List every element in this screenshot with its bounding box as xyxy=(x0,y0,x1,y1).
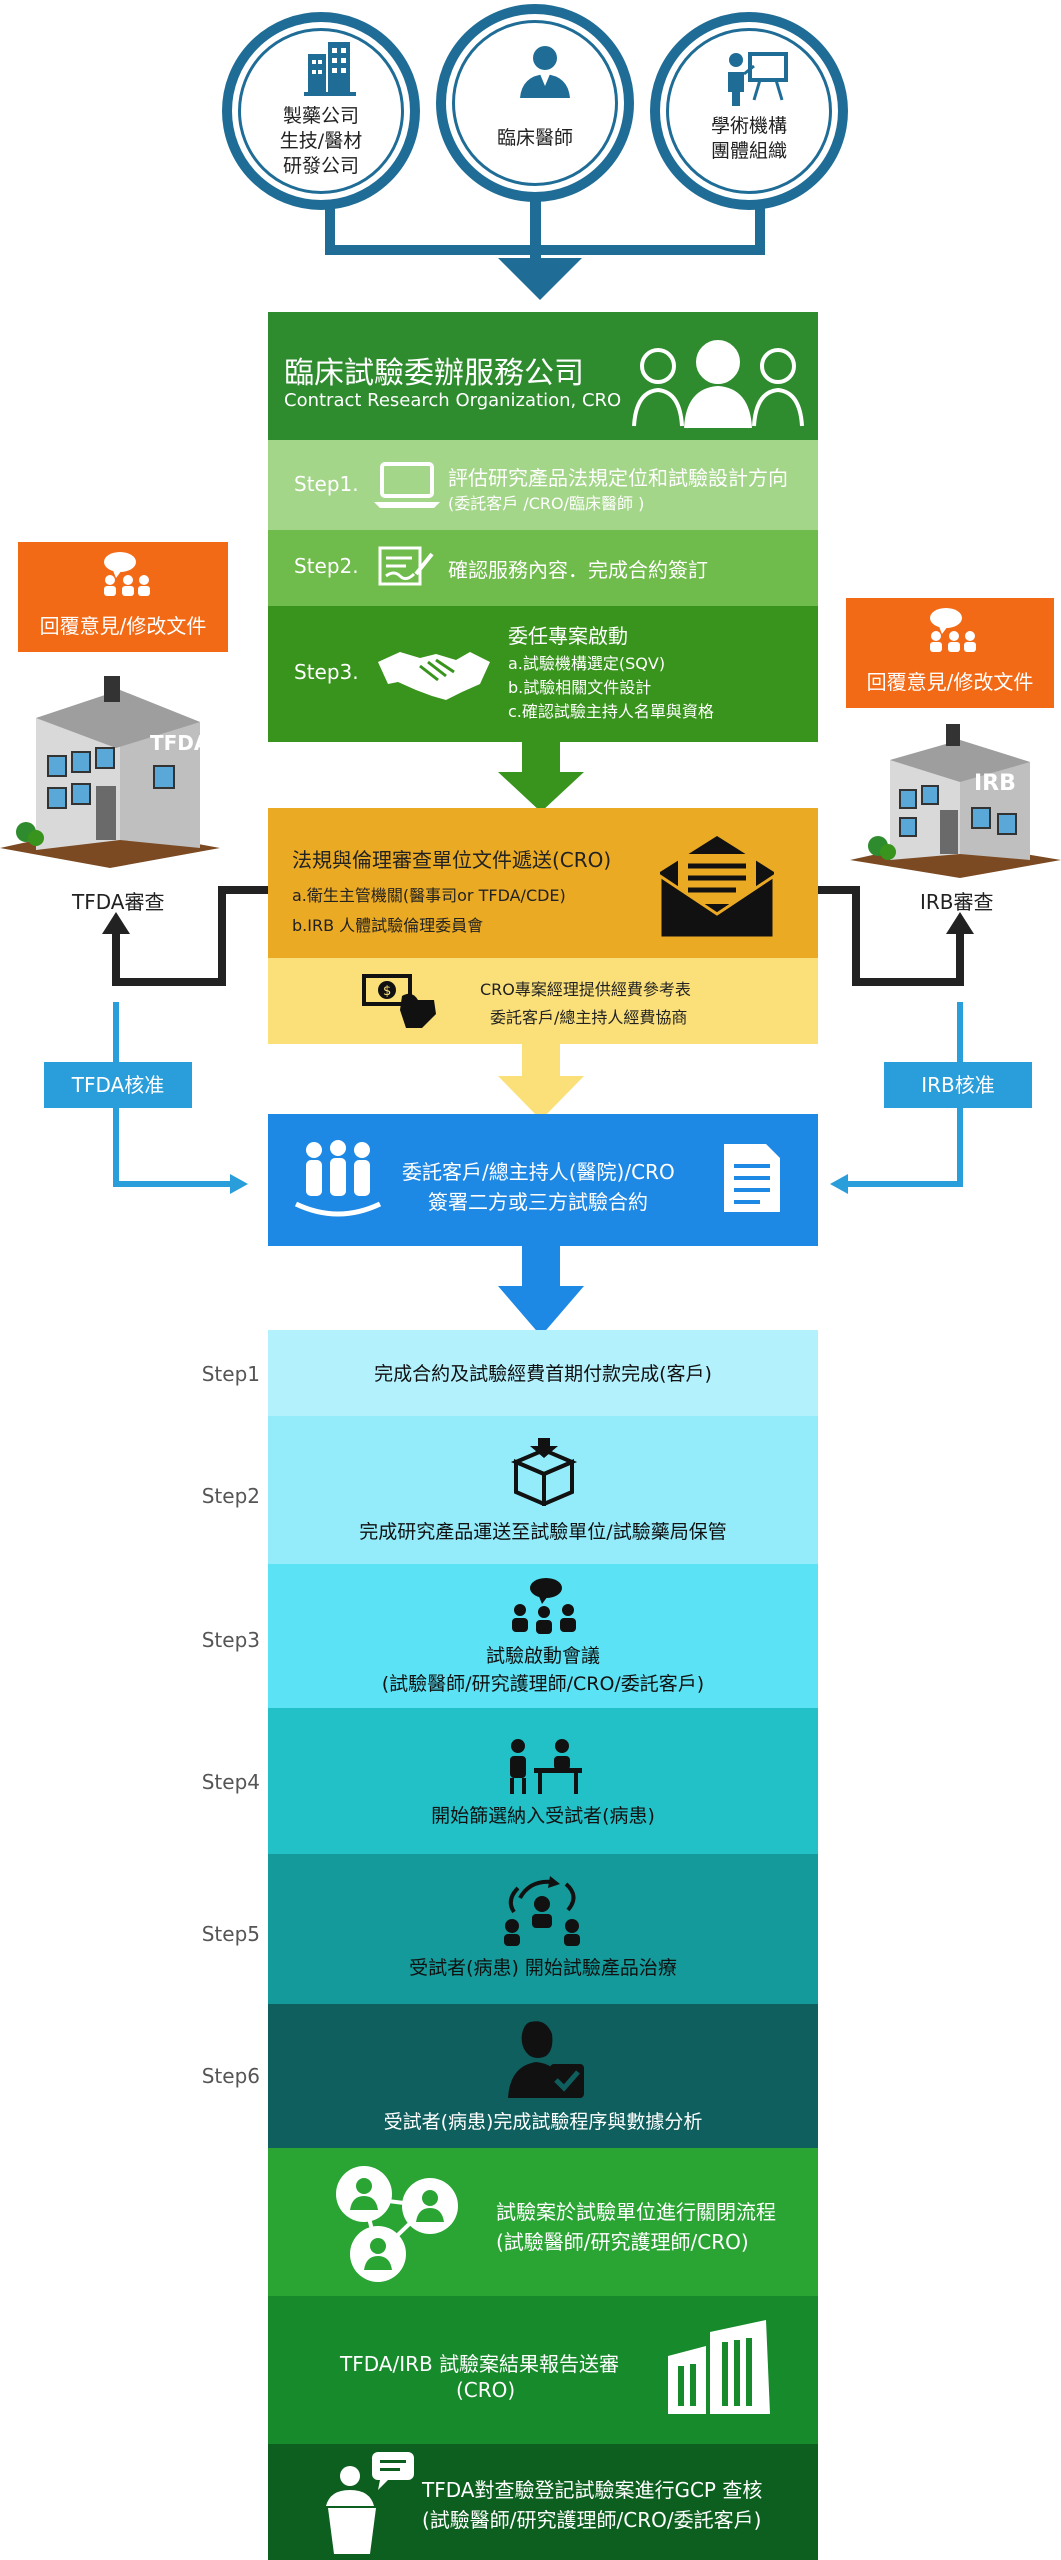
top-connector xyxy=(325,200,765,300)
irb-reply-label: 回覆意見/修改文件 xyxy=(866,670,1034,694)
cro-step2: Step2. 確認服務內容．完成合約簽訂 xyxy=(268,530,818,606)
final-step-text: TFDA/IRB 試驗案結果報告送審 xyxy=(340,2352,620,2376)
bottom-step-3: 試驗啟動會議 (試驗醫師/研究護理師/CRO/委託客戶) xyxy=(268,1564,818,1708)
cro-step3: Step3. 委任專案啟動 a.試驗機構選定(SQV) b.試驗相關文件設計 c… xyxy=(268,606,818,742)
speaker-icon xyxy=(326,2452,414,2554)
bottom-step-4: 開始篩選納入受試者(病患) xyxy=(268,1708,818,1854)
bottom-step-2: 完成研究產品運送至試驗單位/試驗藥局保管 xyxy=(268,1416,818,1564)
bottom-step-text: 完成研究產品運送至試驗單位/試驗藥局保管 xyxy=(359,1521,727,1543)
budget-box: $ CRO專案經理提供經費參考表 委託客戶/總主持人經費協商 xyxy=(268,958,818,1044)
final-step-3: TFDA對查驗登記試驗案進行GCP 查核 (試驗醫師/研究護理師/CRO/委託客… xyxy=(268,2444,818,2560)
submission-title: 法規與倫理審查單位文件遞送(CRO) xyxy=(292,848,612,872)
team-icon xyxy=(632,340,804,429)
laptop-icon xyxy=(374,462,440,508)
group-icon xyxy=(294,1140,382,1217)
step1-sub: (委託客戶 /CRO/臨床醫師 ) xyxy=(448,494,645,513)
arrow-down-blue xyxy=(498,1246,584,1336)
irb-approve-badge: IRB核准 xyxy=(884,1062,1032,1108)
svg-text:$: $ xyxy=(383,984,391,999)
bottom-step-text: (試驗醫師/研究護理師/CRO/委託客戶) xyxy=(381,1673,705,1695)
submission-box: 法規與倫理審查單位文件遞送(CRO) a.衛生主管機關(醫事司or TFDA/C… xyxy=(268,808,818,958)
irb-reply-box: 回覆意見/修改文件 xyxy=(846,598,1054,708)
handshake-icon xyxy=(378,652,490,700)
contract-sign-icon xyxy=(378,546,434,586)
irb-approve-label: IRB核准 xyxy=(921,1073,995,1097)
final-step-text: (試驗醫師/研究護理師/CRO) xyxy=(496,2230,749,2254)
bottom-step-6: 受試者(病患)完成試驗程序與數據分析 xyxy=(268,2004,818,2148)
interview-icon xyxy=(510,1739,582,1794)
irb-review-label: IRB審查 xyxy=(920,890,994,914)
contract-line1: 委託客戶/總主持人(醫院)/CRO xyxy=(402,1160,675,1184)
bottom-step-text: 開始篩選納入受試者(病患) xyxy=(431,1805,655,1827)
contract-box: 委託客戶/總主持人(醫院)/CRO 簽署二方或三方試驗合約 xyxy=(268,1114,818,1246)
bottom-step-label: Step1 xyxy=(201,1362,260,1386)
bottom-step-1: 完成合約及試驗經費首期付款完成(客戶) xyxy=(268,1330,818,1416)
tfda-sign: TFDA xyxy=(150,731,210,755)
final-step-text: 試驗案於試驗單位進行關閉流程 xyxy=(496,2200,776,2224)
bottom-step-text: 受試者(病患) 開始試驗產品治療 xyxy=(409,1957,677,1979)
step1-text: 評估研究產品法規定位和試驗設計方向 xyxy=(448,466,788,490)
envelope-icon xyxy=(658,836,776,940)
cro-title: 臨床試驗委辦服務公司 xyxy=(284,356,584,391)
money-hand-icon: $ xyxy=(362,974,436,1028)
step-label: Step3. xyxy=(294,660,359,684)
bottom-step-label: Step2 xyxy=(201,1484,260,1508)
team-circles-icon xyxy=(336,2166,458,2282)
buildings-icon xyxy=(668,2320,770,2414)
tfda-approve-badge: TFDA核准 xyxy=(44,1062,192,1108)
meeting-icon xyxy=(512,1578,576,1634)
submission-item-b: b.IRB 人體試驗倫理委員會 xyxy=(292,916,484,935)
step3-item-c: c.確認試驗主持人名單與資格 xyxy=(508,702,714,721)
tfda-reply-label: 回覆意見/修改文件 xyxy=(39,614,207,638)
irb-sign: IRB xyxy=(974,771,1016,796)
discussion-icon xyxy=(930,608,976,652)
tfda-building-icon: TFDA xyxy=(0,676,220,868)
step3-item-a: a.試驗機構選定(SQV) xyxy=(508,654,666,673)
bottom-step-5: 受試者(病患) 開始試驗產品治療 xyxy=(268,1854,818,2004)
step3-title: 委任專案啟動 xyxy=(508,624,628,648)
irb-building-icon: IRB xyxy=(850,724,1061,878)
step-label: Step2. xyxy=(294,554,359,578)
final-step-2: TFDA/IRB 試驗案結果報告送審 (CRO) xyxy=(268,2296,818,2444)
final-step-text: TFDA對查驗登記試驗案進行GCP 查核 xyxy=(422,2478,763,2502)
final-step-text: (試驗醫師/研究護理師/CRO/委託客戶) xyxy=(422,2508,762,2532)
cro-step1: Step1. 評估研究產品法規定位和試驗設計方向 (委託客戶 /CRO/臨床醫師… xyxy=(268,440,818,530)
bottom-step-label: Step4 xyxy=(201,1770,260,1794)
circle-academic: 學術機構 團體組織 xyxy=(650,12,848,210)
patient-check-icon xyxy=(508,2021,584,2098)
bottom-step-text: 試驗啟動會議 xyxy=(485,1645,600,1667)
arrow-down-green xyxy=(498,742,584,812)
circle-doctor: 臨床醫師 xyxy=(436,4,634,202)
tfda-approve-label: TFDA核准 xyxy=(71,1073,165,1097)
step3-item-b: b.試驗相關文件設計 xyxy=(508,678,652,697)
tfda-reply-box: 回覆意見/修改文件 xyxy=(18,542,228,652)
arrow-down-yellow xyxy=(498,1044,584,1120)
cro-subtitle: Contract Research Organization, CRO xyxy=(284,390,622,411)
bottom-step-text: 完成合約及試驗經費首期付款完成(客戶) xyxy=(374,1363,712,1385)
discussion-icon xyxy=(104,552,150,596)
treatment-icon xyxy=(504,1876,580,1946)
budget-line1: CRO專案經理提供經費參考表 xyxy=(480,980,691,999)
step2-text: 確認服務內容．完成合約簽訂 xyxy=(448,558,708,582)
step-label: Step1. xyxy=(294,472,359,496)
submission-item-a: a.衛生主管機關(醫事司or TFDA/CDE) xyxy=(292,886,566,905)
bottom-step-label: Step5 xyxy=(201,1922,260,1946)
bottom-step-label: Step3 xyxy=(201,1628,260,1652)
final-step-1: 試驗案於試驗單位進行關閉流程 (試驗醫師/研究護理師/CRO) xyxy=(268,2148,818,2296)
budget-line2: 委託客戶/總主持人經費協商 xyxy=(490,1008,688,1027)
document-icon xyxy=(724,1144,780,1212)
final-step-text: (CRO) xyxy=(456,2378,516,2402)
tfda-review-label: TFDA審查 xyxy=(72,890,165,914)
bottom-step-label: Step6 xyxy=(201,2064,260,2088)
box-icon xyxy=(510,1438,578,1506)
cro-header: 臨床試驗委辦服務公司 Contract Research Organizatio… xyxy=(268,312,818,440)
contract-line2: 簽署二方或三方試驗合約 xyxy=(428,1190,648,1214)
bottom-step-text: 受試者(病患)完成試驗程序與數據分析 xyxy=(383,2111,703,2133)
circle-pharma: 製藥公司 生技/醫材 研發公司 xyxy=(222,12,420,210)
